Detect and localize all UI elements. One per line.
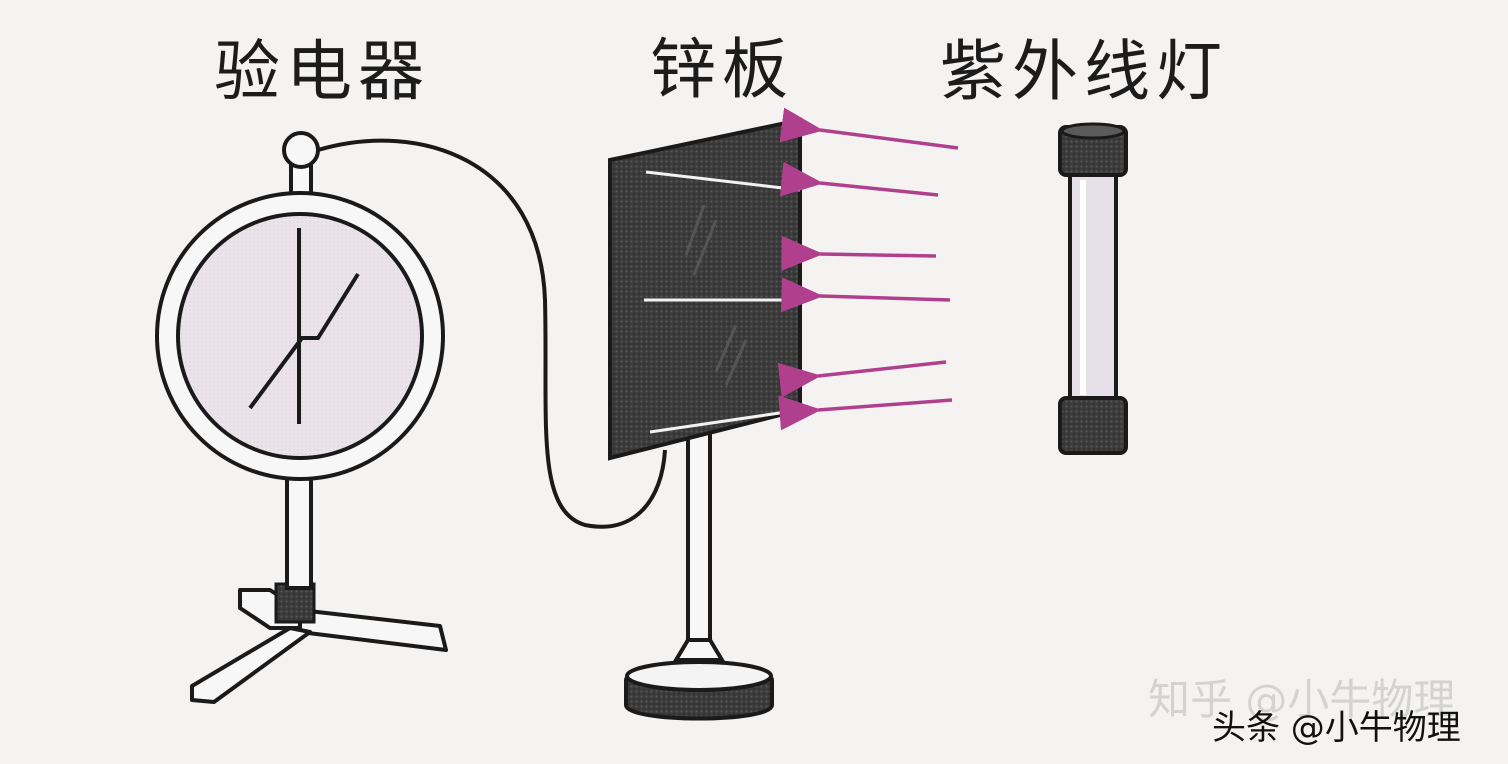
- zinc-plate: [608, 117, 802, 461]
- uv-ray: [777, 360, 947, 398]
- electroscope-leaf: [248, 272, 360, 410]
- label-uv-lamp: 紫外线灯: [940, 33, 1228, 110]
- tripod-base: [190, 588, 448, 704]
- uv-ray: [779, 107, 959, 150]
- uv-lamp-tube: [1068, 158, 1118, 412]
- electroscope-knob: [282, 131, 320, 169]
- watermark-zhihu: 知乎 @小牛物理: [1148, 675, 1456, 724]
- label-zinc-plate: 锌板: [650, 31, 794, 108]
- electroscope: [155, 131, 448, 704]
- uv-lamp-cap-bottom: [1058, 396, 1128, 455]
- zinc-stand-base-top: [625, 660, 773, 692]
- zinc-stand-rod: [686, 418, 712, 647]
- uv-ray: [778, 395, 953, 431]
- connecting-wire: [317, 138, 667, 529]
- uv-ray: [779, 161, 939, 197]
- zinc-stand-flare: [672, 638, 726, 662]
- label-electroscope: 验电器: [214, 33, 430, 110]
- zinc-plate-stand: [624, 418, 774, 721]
- electroscope-stem: [285, 476, 313, 590]
- uv-lamp: [1058, 122, 1128, 455]
- uv-ray: [781, 235, 937, 271]
- watermark-toutiao: 头条 @小牛物理: [1212, 708, 1461, 748]
- uv-ray: [780, 277, 951, 313]
- uv-rays: [777, 107, 959, 431]
- base-clamp: [274, 582, 316, 624]
